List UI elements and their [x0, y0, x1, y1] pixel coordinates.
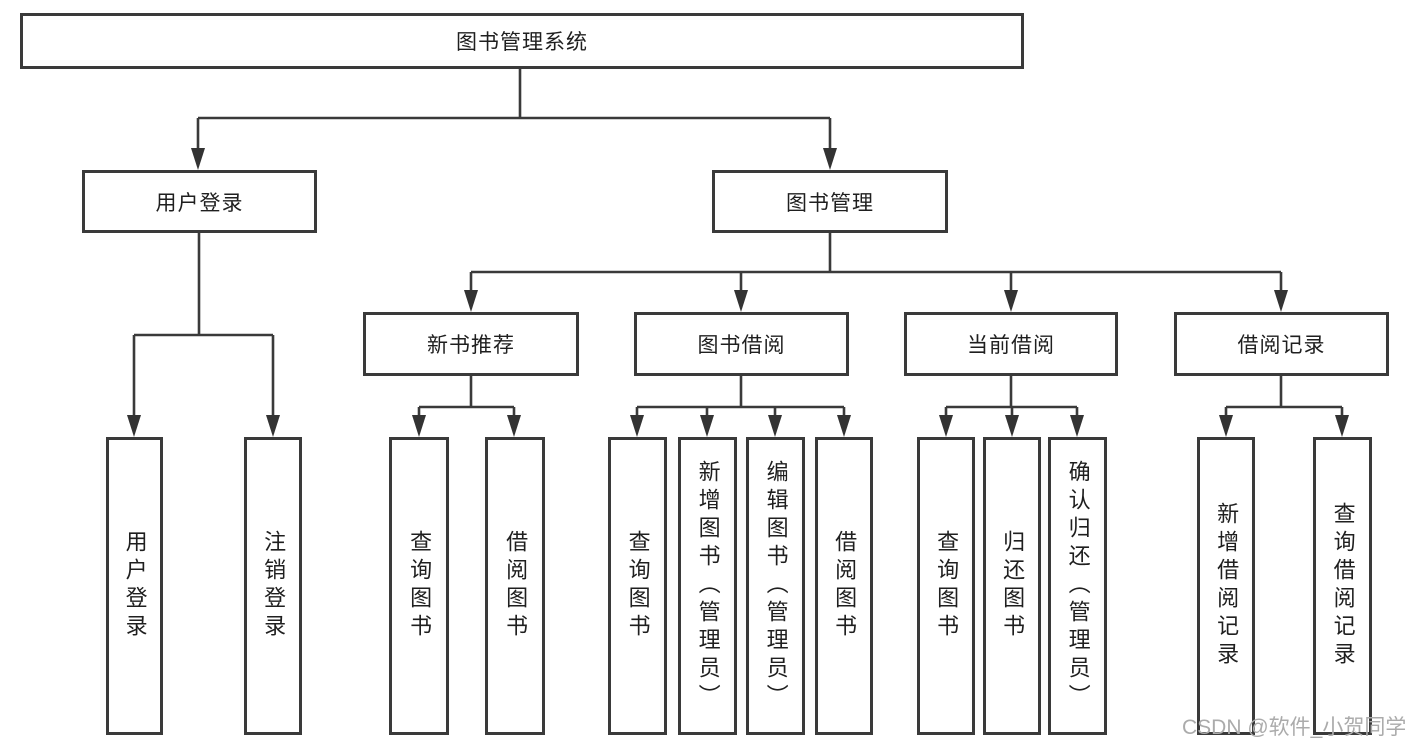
arrowhead [823, 148, 837, 170]
node-current-borrow: 当前借阅 [904, 312, 1118, 376]
arrowhead [734, 290, 748, 312]
leaf-edit-book-admin-label: 编辑图书（管理员） [763, 460, 789, 712]
csdn-watermark: CSDN @软件_小贺同学 [1182, 716, 1405, 739]
connector-bookmgmt-to-level3 [469, 233, 1283, 293]
arrowhead [412, 415, 426, 437]
leaf-user-login: 用户登录 [106, 437, 163, 735]
leaf-query-borrow-record: 查询借阅记录 [1313, 437, 1372, 735]
arrowhead [1070, 415, 1084, 437]
connector-newbook-to-leaves [417, 376, 516, 418]
arrowhead [768, 415, 782, 437]
arrowhead [127, 415, 141, 437]
node-root: 图书管理系统 [20, 13, 1024, 69]
leaf-query-books-recommend: 查询图书 [389, 437, 449, 735]
leaf-borrow-books: 借阅图书 [815, 437, 873, 735]
leaf-query-books-borrow-label: 查询图书 [625, 530, 651, 642]
arrowhead [1004, 290, 1018, 312]
leaf-borrow-books-label: 借阅图书 [832, 530, 858, 642]
leaf-borrow-books-recommend: 借阅图书 [485, 437, 545, 735]
leaf-return-books: 归还图书 [983, 437, 1041, 735]
leaf-confirm-return-admin-label: 确认归还（管理员） [1065, 460, 1091, 712]
arrowhead [1005, 415, 1019, 437]
leaf-query-borrow-record-label: 查询借阅记录 [1330, 502, 1356, 670]
arrowhead [837, 415, 851, 437]
leaf-borrow-books-recommend-label: 借阅图书 [503, 530, 529, 642]
leaf-add-borrow-record-label: 新增借阅记录 [1214, 502, 1240, 670]
node-book-borrow: 图书借阅 [634, 312, 849, 376]
leaf-logout-label: 注销登录 [261, 530, 287, 642]
leaf-add-borrow-record: 新增借阅记录 [1197, 437, 1255, 735]
arrowhead [507, 415, 521, 437]
arrowhead [191, 148, 205, 170]
node-borrow-records-label: 借阅记录 [1237, 334, 1326, 357]
leaf-query-books-borrow: 查询图书 [608, 437, 667, 735]
arrowhead [1219, 415, 1233, 437]
leaf-confirm-return-admin: 确认归还（管理员） [1048, 437, 1107, 735]
node-book-borrow-label: 图书借阅 [697, 334, 786, 357]
node-book-management-label: 图书管理 [786, 191, 874, 215]
node-root-label: 图书管理系统 [456, 31, 588, 54]
arrowhead [939, 415, 953, 437]
leaf-add-book-admin-label: 新增图书（管理员） [695, 460, 721, 712]
leaf-user-login-label: 用户登录 [122, 530, 148, 642]
arrowhead [266, 415, 280, 437]
node-book-management: 图书管理 [712, 170, 948, 233]
leaf-add-book-admin: 新增图书（管理员） [678, 437, 737, 735]
connector-userlogin-to-leaves [132, 233, 275, 417]
arrowheads [127, 148, 1349, 437]
node-new-book-recommend: 新书推荐 [363, 312, 579, 376]
leaf-logout: 注销登录 [244, 437, 302, 735]
connector-root-to-level2 [196, 69, 832, 150]
arrowhead [630, 415, 644, 437]
connector-currentborrow-to-leaves [944, 376, 1079, 418]
leaf-query-books-current-label: 查询图书 [934, 530, 960, 642]
arrowhead [1335, 415, 1349, 437]
arrowhead [700, 415, 714, 437]
arrowhead [1274, 290, 1288, 312]
connector-borrowrecords-to-leaves [1224, 376, 1344, 418]
leaf-return-books-label: 归还图书 [1000, 530, 1026, 642]
node-new-book-recommend-label: 新书推荐 [427, 334, 515, 357]
node-user-login: 用户登录 [82, 170, 317, 233]
leaf-query-books-recommend-label: 查询图书 [407, 530, 433, 642]
node-user-login-label: 用户登录 [155, 191, 244, 215]
arrowhead [464, 290, 478, 312]
connector-bookborrow-to-leaves [635, 376, 846, 418]
node-borrow-records: 借阅记录 [1174, 312, 1389, 376]
node-current-borrow-label: 当前借阅 [967, 334, 1055, 357]
leaf-query-books-current: 查询图书 [917, 437, 975, 735]
leaf-edit-book-admin: 编辑图书（管理员） [746, 437, 805, 735]
